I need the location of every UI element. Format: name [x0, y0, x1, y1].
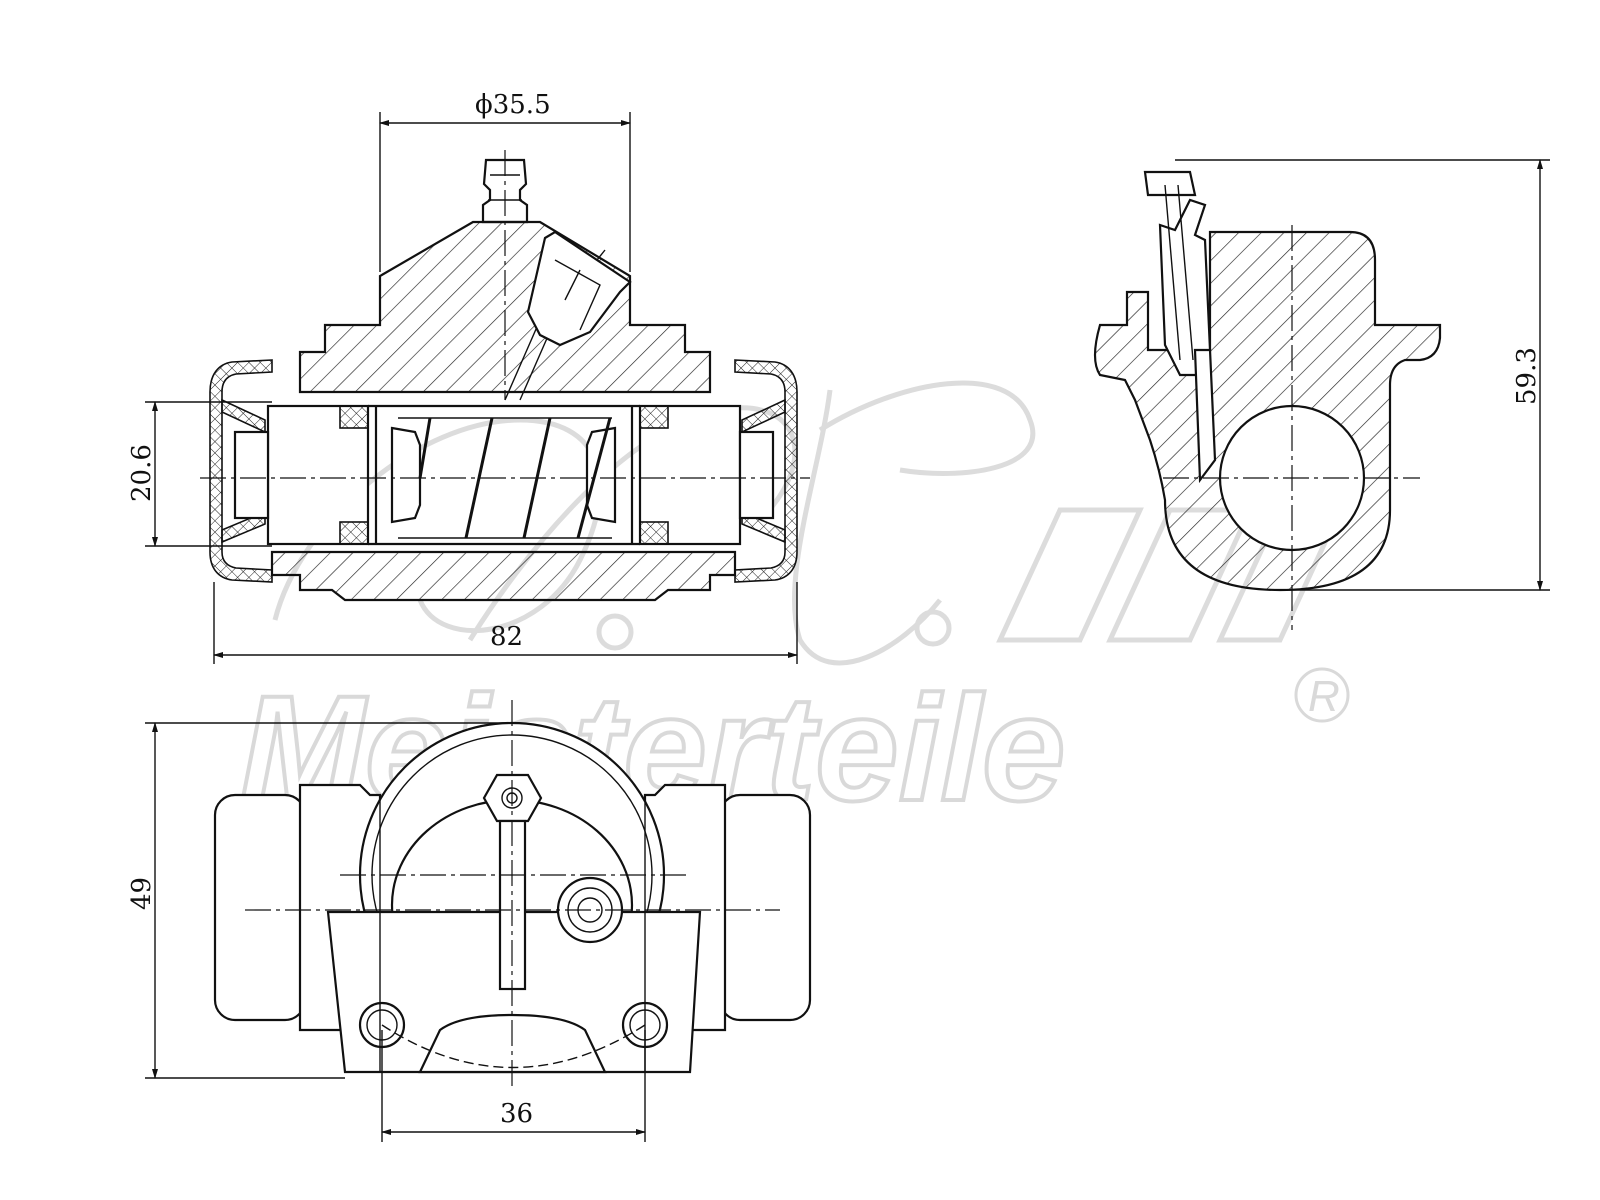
- side-bleeder: [1158, 198, 1212, 377]
- side-section-view: 59.3: [1093, 159, 1550, 630]
- spring-cup-left: [390, 426, 422, 524]
- dim-inner-height: 20.6: [127, 401, 272, 547]
- mount-spacing-label: 36: [500, 1099, 533, 1129]
- bottom-view: 49 36: [127, 700, 812, 1142]
- inner-height-label: 20.6: [127, 444, 157, 502]
- side-height-label: 59.3: [1512, 347, 1542, 405]
- dim-side-height: 59.3: [1175, 159, 1550, 591]
- end-cap-left: [213, 793, 307, 1022]
- cup-seal-left-top: [339, 405, 369, 429]
- housing-bottom: [270, 550, 737, 602]
- dim-mount-spacing: 36: [381, 1030, 646, 1142]
- piston-left: [266, 404, 370, 546]
- front-section-view: ϕ35.5 20.6 82: [127, 90, 810, 664]
- dust-boot-left: [209, 359, 273, 583]
- cup-seal-left-bottom: [339, 521, 369, 545]
- piston-right: [638, 404, 742, 546]
- registered-mark: [1294, 667, 1350, 723]
- push-rod-left: [233, 430, 270, 520]
- push-rod-right: [738, 430, 775, 520]
- dust-boot-right: [734, 359, 798, 583]
- cup-seal-right-bottom: [639, 521, 669, 545]
- inlet-fitting: [526, 230, 632, 347]
- dim-overall-length: 82: [213, 582, 798, 664]
- dim-bottom-height: 49: [127, 722, 512, 1079]
- registered-letter: R: [1308, 672, 1340, 721]
- dim-bore-diameter: ϕ35.5: [379, 90, 631, 272]
- bottom-height-label: 49: [127, 877, 157, 910]
- overall-length-label: 82: [490, 622, 523, 652]
- end-cap-right: [718, 793, 812, 1022]
- cup-seal-right-top: [639, 405, 669, 429]
- housing-top: [298, 220, 712, 394]
- bore-diameter-label: ϕ35.5: [475, 90, 551, 120]
- spring-cup-right: [585, 426, 617, 524]
